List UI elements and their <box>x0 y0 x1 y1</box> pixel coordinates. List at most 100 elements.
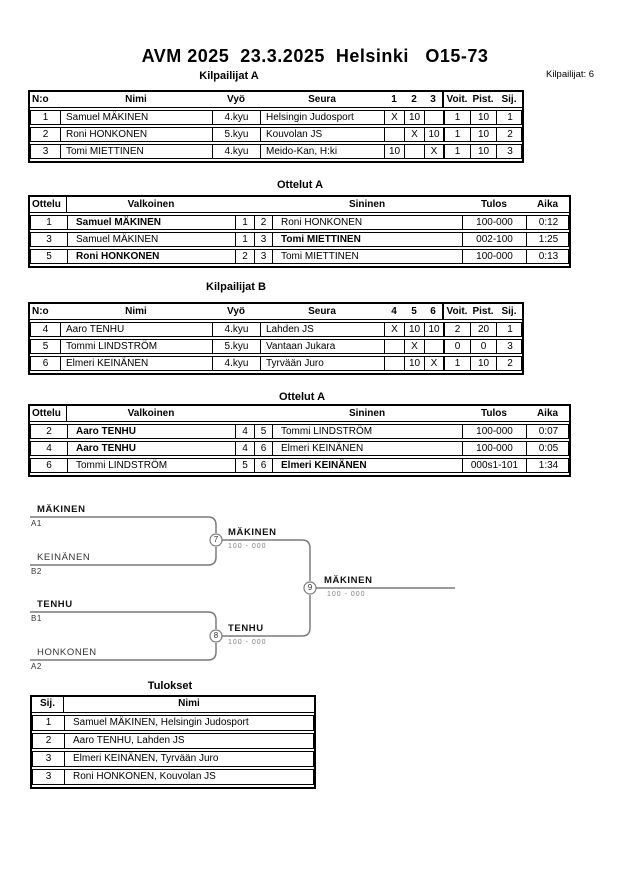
section-title-pool-a: Kilpailijat A <box>199 70 259 82</box>
section-title-results: Tulokset <box>147 680 193 692</box>
cell-place: 2 <box>507 129 513 140</box>
col-n2 <box>254 406 272 421</box>
cell-5: X <box>405 340 425 353</box>
match-7-number: 7 <box>213 535 219 544</box>
col-place: Sij. <box>501 94 517 105</box>
table-row: 1 Samuel MÄKINEN, Helsingin Judosport <box>32 715 314 731</box>
bracket-line-winner8 <box>222 595 311 637</box>
table-row: 4 Aaro TENHU 4.kyu Lahden JS X 10 10 2 2… <box>30 322 522 337</box>
col-club: Seura <box>308 306 336 317</box>
cell-4: X <box>385 323 405 336</box>
cell-blue: Elmeri KEINÄNEN <box>273 442 463 455</box>
matches-a-table: Ottelu Valkoinen Sininen Tulos Aika 1 Sa… <box>28 195 571 268</box>
results-table: Sij. Nimi 1 Samuel MÄKINEN, Helsingin Ju… <box>30 695 316 789</box>
table-row: 3 Elmeri KEINÄNEN, Tyrvään Juro <box>32 751 314 767</box>
pool-b-table: N:o Nimi Vyö Seura 4 5 6 Voit. Pist. Sij… <box>28 302 524 375</box>
table-row: 2 Roni HONKONEN 5.kyu Kouvolan JS X 10 1… <box>30 127 522 142</box>
cell-name: Samuel MÄKINEN <box>61 111 213 124</box>
cell-white: Samuel MÄKINEN <box>68 216 236 229</box>
table-row: 5 Tommi LINDSTRÖM 5.kyu Vantaan Jukara X… <box>30 339 522 354</box>
section-title-matches-b: Ottelut A <box>278 391 326 403</box>
cell-place: 1 <box>507 112 513 123</box>
col-n1 <box>235 197 254 212</box>
cell-blue: Tomi MIETTINEN <box>273 250 463 263</box>
cell-n2: 3 <box>255 250 273 263</box>
cell-6 <box>425 340 445 353</box>
cell-match: 1 <box>31 216 68 229</box>
cell-n1: 1 <box>236 233 255 246</box>
col-place: Sij. <box>32 697 64 712</box>
col-points: Pist. <box>472 306 494 317</box>
col-match: Ottelu <box>30 406 67 421</box>
col-blue: Sininen <box>348 408 386 419</box>
cell-4 <box>385 340 405 353</box>
col-n2 <box>254 197 272 212</box>
col-5: 5 <box>411 306 417 317</box>
cell-white: Aaro TENHU <box>68 425 236 438</box>
cell-white: Roni HONKONEN <box>68 250 236 263</box>
cell-6: X <box>425 357 445 370</box>
cell-time: 0:05 <box>538 443 559 454</box>
cell-wins: 0 <box>445 340 471 353</box>
cell-name: Roni HONKONEN, Kouvolan JS <box>73 771 216 782</box>
table-row: 1 Samuel MÄKINEN 4.kyu Helsingin Judospo… <box>30 110 522 125</box>
bracket-player-honkonen: HONKONEN <box>37 647 97 658</box>
bracket-line-semi1-bottom <box>30 547 217 566</box>
table-row: 2 Aaro TENHU 4 5 Tommi LINDSTRÖM 100-000… <box>30 424 569 439</box>
competitors-count: Kilpailijat: 6 <box>546 69 595 80</box>
cell-n1: 4 <box>236 425 255 438</box>
col-club: Seura <box>308 94 336 105</box>
bracket-score-7: 100 - 000 <box>228 543 267 550</box>
bracket-line-semi2-top <box>30 611 217 629</box>
col-wins: Voit. <box>446 306 468 317</box>
cell-points: 10 <box>471 357 497 370</box>
cell-match: 2 <box>31 425 68 438</box>
cell-3: 10 <box>425 128 445 141</box>
cell-time: 0:13 <box>538 251 559 262</box>
cell-match: 4 <box>31 442 68 455</box>
col-4: 4 <box>391 306 397 317</box>
cell-result: 002-100 <box>463 233 527 246</box>
cell-no: 1 <box>31 111 61 124</box>
cell-1: 10 <box>385 145 405 158</box>
cell-wins: 1 <box>445 128 471 141</box>
cell-blue: Tommi LINDSTRÖM <box>273 425 463 438</box>
cell-blue: Tomi MIETTINEN <box>273 233 463 246</box>
cell-place: 2 <box>507 358 513 369</box>
cell-points: 20 <box>471 323 497 336</box>
cell-points: 10 <box>471 111 497 124</box>
cell-wins: 1 <box>445 357 471 370</box>
col-name: Nimi <box>125 306 147 317</box>
col-no: N:o <box>32 306 49 317</box>
cell-result: 100-000 <box>463 216 527 229</box>
section-title-pool-b: Kilpailijat B <box>206 281 266 293</box>
cell-5: 10 <box>405 357 425 370</box>
cell-name: Aaro TENHU <box>61 323 213 336</box>
cell-wins: 2 <box>445 323 471 336</box>
cell-match: 6 <box>31 459 68 472</box>
bracket-score-final: 100 - 000 <box>327 591 366 598</box>
match-9-circle <box>303 581 317 595</box>
cell-belt: 5.kyu <box>213 128 261 141</box>
col-place: Sij. <box>501 306 517 317</box>
cell-white: Samuel MÄKINEN <box>68 233 236 246</box>
col-points: Pist. <box>472 94 494 105</box>
cell-no: 4 <box>31 323 61 336</box>
cell-n1: 2 <box>236 250 255 263</box>
pool-a-table: N:o Nimi Vyö Seura 1 2 3 Voit. Pist. Sij… <box>28 90 524 163</box>
cell-place: 3 <box>507 341 513 352</box>
col-match: Ottelu <box>30 197 67 212</box>
bracket-score-8: 100 - 000 <box>228 639 267 646</box>
col-3: 3 <box>424 92 444 107</box>
bracket-winner-8: TENHU <box>228 623 264 634</box>
bracket-line-semi1-top <box>30 516 217 533</box>
table-header-row: N:o Nimi Vyö Seura 1 2 3 Voit. Pist. Sij… <box>30 92 522 108</box>
cell-club: Lahden JS <box>261 323 385 336</box>
col-no: N:o <box>32 94 49 105</box>
cell-place: 3 <box>33 770 65 784</box>
table-row: 6 Elmeri KEINÄNEN 4.kyu Tyrvään Juro 10 … <box>30 356 522 371</box>
cell-match: 3 <box>31 233 68 246</box>
cell-1: X <box>385 111 405 124</box>
cell-5: 10 <box>405 323 425 336</box>
bracket-seed-b1: B1 <box>31 614 42 623</box>
